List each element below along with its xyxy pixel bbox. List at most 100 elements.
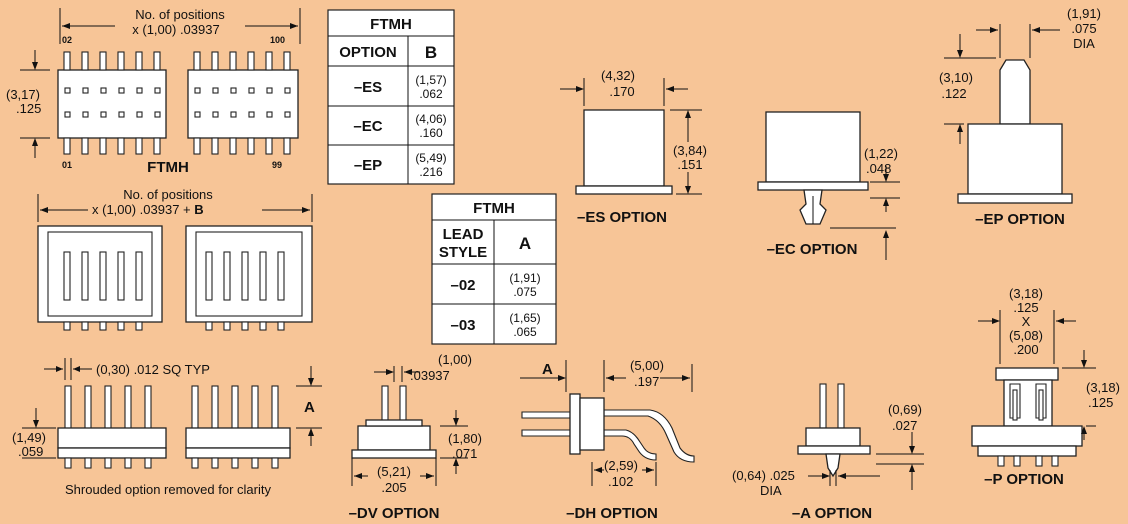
ep-option-label: –EP OPTION [975, 211, 1065, 228]
pin-99-label: 99 [272, 160, 282, 170]
ep-option: (1,91) .075 DIA (3,10) .122 –EP OPTION [939, 6, 1101, 228]
p-size-line4: (5,08) [1009, 328, 1043, 343]
table-b-title: FTMH [370, 16, 412, 33]
dv-height-in: .071 [452, 446, 477, 461]
ec-option: (1,22) .048 –EC OPTION [757, 111, 900, 260]
ep-base [957, 193, 1073, 204]
p-height-mm: (3,18) [1086, 380, 1120, 395]
pin-02-label: 02 [62, 35, 72, 45]
pin-100-label: 100 [270, 35, 285, 45]
dh-height-mm: (2,59) [604, 458, 638, 473]
p-body [971, 425, 1083, 447]
shroud-note: Shrouded option removed for clarity [65, 482, 271, 497]
a-option-label: –A OPTION [792, 505, 872, 522]
ep-dia-in: .075 [1071, 21, 1096, 36]
ep-post [999, 59, 1031, 125]
table-a-row-in: .065 [513, 325, 537, 339]
positions-label-line2: x (1,00) .03937 [132, 22, 219, 37]
top-height-in: .125 [16, 101, 41, 116]
table-a-row-mm: (1,65) [509, 311, 540, 325]
table-b-row-mm: (4,06) [415, 112, 446, 126]
dv-pitch-in: .03937 [410, 368, 450, 383]
shroud-positions-line2: x (1,00) .03937 + B [92, 202, 204, 217]
a-dia-label: DIA [760, 483, 782, 498]
dv-option: (1,00) .03937 (1,80) .071 (5,21) .205 –D… [349, 352, 482, 522]
ep-dia-label: DIA [1073, 36, 1095, 51]
a-option: (0,69) .027 (0,64) .025 DIA –A OPTION [732, 383, 924, 522]
side-height-in: .059 [18, 444, 43, 459]
dv-width-mm: (5,21) [377, 464, 411, 479]
table-b-row-opt: –EC [353, 118, 382, 135]
es-width-in: .170 [609, 84, 634, 99]
table-b: FTMH OPTION B –ES (1,57) .062 –EC (4,06)… [327, 9, 455, 185]
es-width-mm: (4,32) [601, 68, 635, 83]
dv-body [357, 425, 431, 451]
side-view: (0,30) .012 SQ TYP A (1,49) .059 Shroude… [12, 358, 322, 497]
shroud-pins [63, 251, 285, 331]
side-body-right [185, 427, 291, 449]
top-body-left [57, 69, 167, 139]
table-b-row-in: .216 [419, 165, 443, 179]
es-body [583, 109, 665, 187]
dv-base [351, 449, 437, 459]
side-dim-a: A [304, 399, 315, 416]
table-a-row-opt: –03 [450, 317, 475, 334]
table-b-col2: B [425, 43, 437, 62]
p-option: (3,18) .125 X (5,08) .200 (3,18) .125 –P… [971, 286, 1120, 488]
ec-dim-in: .048 [866, 161, 891, 176]
table-a-col1-line2: STYLE [439, 244, 487, 261]
p-height-in: .125 [1088, 395, 1113, 410]
top-body-right [187, 69, 299, 139]
a-dia-text: (0,64) .025 [732, 468, 795, 483]
table-b-row-in: .062 [419, 87, 443, 101]
dv-option-label: –DV OPTION [349, 505, 440, 522]
p-option-label: –P OPTION [984, 471, 1064, 488]
es-option-label: –ES OPTION [577, 209, 667, 226]
dv-width-in: .205 [381, 480, 406, 495]
es-option: (4,32) .170 (3,84) .151 –ES OPTION [560, 68, 708, 226]
es-base [575, 185, 673, 195]
dh-option: A (5,00) .197 (2,59) .102 –DH OPTION [520, 358, 695, 522]
table-a-row-opt: –02 [450, 277, 475, 294]
sq-typ-label: (0,30) .012 SQ TYP [96, 362, 210, 377]
a-height-in: .027 [892, 418, 917, 433]
shroud-positions-line1: No. of positions [123, 187, 213, 202]
ftmh-label: FTMH [147, 159, 189, 176]
ec-option-label: –EC OPTION [767, 241, 858, 258]
es-height-in: .151 [677, 157, 702, 172]
dh-dim-a: A [542, 361, 553, 378]
table-b-row-mm: (1,57) [415, 73, 446, 87]
ec-base [757, 181, 869, 191]
table-a-row-in: .075 [513, 285, 537, 299]
a-peg [825, 453, 841, 478]
shroud-view: No. of positions x (1,00) .03937 + B [37, 187, 313, 331]
a-body [805, 427, 861, 447]
dh-body [579, 397, 605, 451]
table-a-row-mm: (1,91) [509, 271, 540, 285]
table-b-row-opt: –ES [354, 79, 382, 96]
dh-height-in: .102 [608, 474, 633, 489]
a-base [797, 445, 871, 455]
top-pin-squares [64, 87, 291, 118]
dh-length-in: .197 [634, 374, 659, 389]
table-b-row-in: .160 [419, 126, 443, 140]
ec-body [765, 111, 861, 183]
top-view: No. of positions x (1,00) .03937 02 100 [6, 7, 301, 176]
p-size-line3: X [1022, 314, 1031, 329]
ep-dia-mm: (1,91) [1067, 6, 1101, 21]
dh-lead-upper [603, 409, 695, 463]
top-height-mm: (3,17) [6, 87, 40, 102]
dv-height-mm: (1,80) [448, 431, 482, 446]
ep-height-mm: (3,10) [939, 70, 973, 85]
p-size-line1: (3,18) [1009, 286, 1043, 301]
dh-length-mm: (5,00) [630, 358, 664, 373]
p-size-line5: .200 [1013, 342, 1038, 357]
side-body-left [57, 427, 167, 449]
dh-option-label: –DH OPTION [566, 505, 658, 522]
table-a-title: FTMH [473, 200, 515, 217]
dv-pitch-mm: (1,00) [438, 352, 472, 367]
table-b-row-opt: –EP [354, 157, 382, 174]
ec-dim-mm: (1,22) [864, 146, 898, 161]
es-height-mm: (3,84) [673, 143, 707, 158]
